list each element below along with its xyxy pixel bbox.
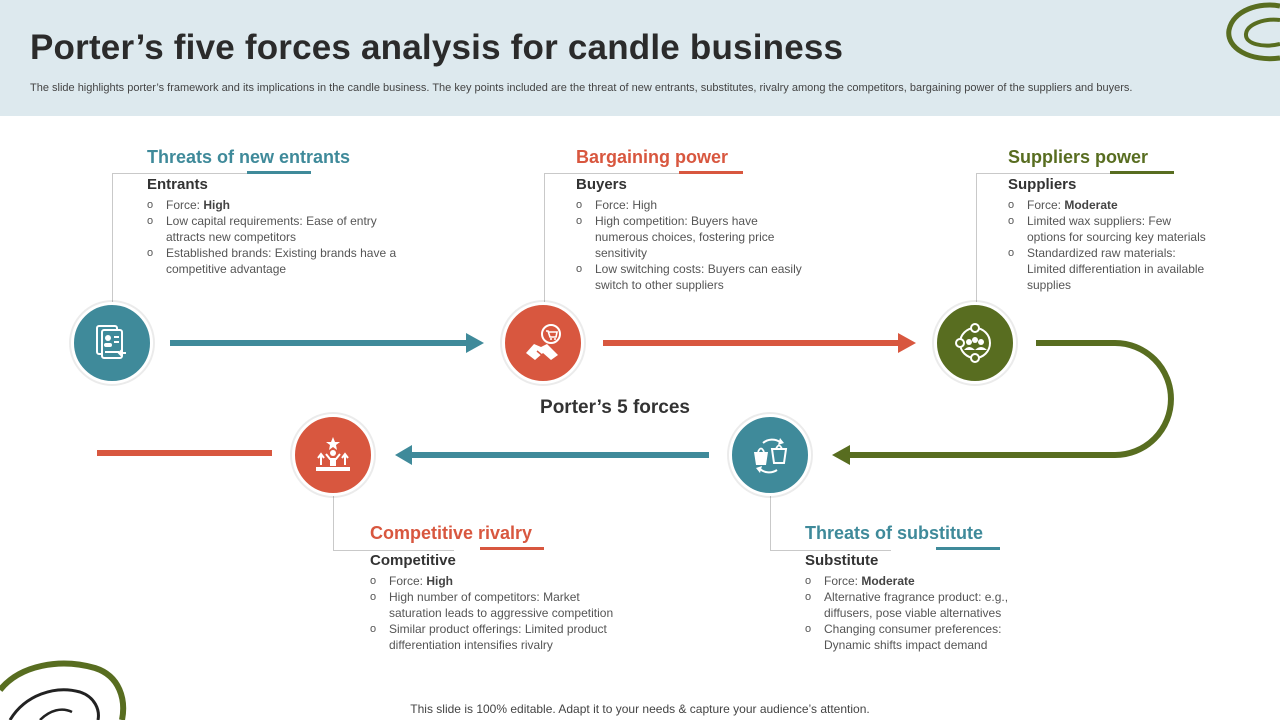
force-value: High [426,574,454,588]
connector-entrants [112,173,248,302]
block-threats-of-substitute: Threats of substitute Substitute Force: … [805,521,1040,653]
list-item: Force: Moderate [1008,197,1208,213]
header-band [0,0,1280,116]
connector-bargaining [544,173,680,302]
block-subtitle: Buyers [576,176,627,193]
list-item: Established brands: Existing brands have… [147,245,397,277]
points-list: Force: High High competition: Buyers hav… [576,197,806,293]
block-subtitle: Substitute [805,552,879,569]
points-list: Force: Moderate Limited wax suppliers: F… [1008,197,1208,293]
list-item: High competition: Buyers have numerous c… [576,213,806,261]
swirl-decoration-bottom-left [0,660,127,720]
block-threats-of-new-entrants: Threats of new entrants Entrants Force: … [147,145,397,277]
list-item: Changing consumer preferences: Dynamic s… [805,621,1040,653]
bargaining-circle [502,302,584,384]
center-label: Porter’s 5 forces [540,397,690,418]
arrow-substitute-to-rivalry [395,445,709,465]
connector-suppliers [976,173,1112,302]
list-item: High number of competitors: Market satur… [370,589,620,621]
swirl-decoration-top-right [1226,2,1280,62]
list-item: Standardized raw materials: Limited diff… [1008,245,1208,293]
shopping-bags-exchange-icon [754,438,788,474]
title-underline [247,171,311,174]
list-item: Similar product offerings: Limited produ… [370,621,620,653]
block-subtitle: Suppliers [1008,176,1077,193]
force-value: High [632,198,658,212]
handshake-cart-icon [526,324,561,360]
block-title: Threats of substitute [805,523,984,543]
connector-rivalry [333,496,454,551]
title-underline [1110,171,1174,174]
podium-award-icon [316,437,350,471]
list-item: Alternative fragrance product: e.g., dif… [805,589,1040,621]
points-list: Force: High High number of competitors: … [370,573,620,653]
block-title: Suppliers power [1008,147,1149,167]
list-item: Limited wax suppliers: Few options for s… [1008,213,1208,245]
arrow-entrants-to-buyers [170,333,484,353]
points-list: Force: High Low capital requirements: Ea… [147,197,397,277]
title-underline [480,547,544,550]
force-value: Moderate [861,574,915,588]
page-title: Porter’s five forces analysis for candle… [30,28,844,67]
block-title: Competitive rivalry [370,523,533,543]
block-subtitle: Entrants [147,176,208,193]
block-suppliers-power: Suppliers power Suppliers Force: Moderat… [1008,145,1208,293]
title-underline [936,547,1000,550]
connector-substitute [770,496,891,551]
document-user-icon [96,325,126,359]
page-subtitle: The slide highlights porter’s framework … [30,82,1133,94]
force-value: Moderate [1064,198,1118,212]
substitute-circle [729,414,811,496]
block-competitive-rivalry: Competitive rivalry Competitive Force: H… [370,521,620,653]
list-item: Force: High [576,197,806,213]
suppliers-circle [934,302,1016,384]
list-item: Low switching costs: Buyers can easily s… [576,261,806,293]
arrow-buyers-to-suppliers [603,333,916,353]
list-item: Low capital requirements: Ease of entry … [147,213,397,245]
block-title: Bargaining power [576,147,729,167]
rivalry-circle [292,414,374,496]
block-subtitle: Competitive [370,552,456,569]
list-item: Force: High [370,573,620,589]
footer-note: This slide is 100% editable. Adapt it to… [410,702,870,716]
block-bargaining-power: Bargaining power Buyers Force: High High… [576,145,806,293]
list-item: Force: High [147,197,397,213]
entrants-circle [71,302,153,384]
arrow-suppliers-to-substitute [832,340,1174,465]
points-list: Force: Moderate Alternative fragrance pr… [805,573,1040,653]
title-underline [679,171,743,174]
supplier-network-icon [955,323,991,363]
block-title: Threats of new entrants [147,147,351,167]
force-value: High [203,198,231,212]
list-item: Force: Moderate [805,573,1040,589]
